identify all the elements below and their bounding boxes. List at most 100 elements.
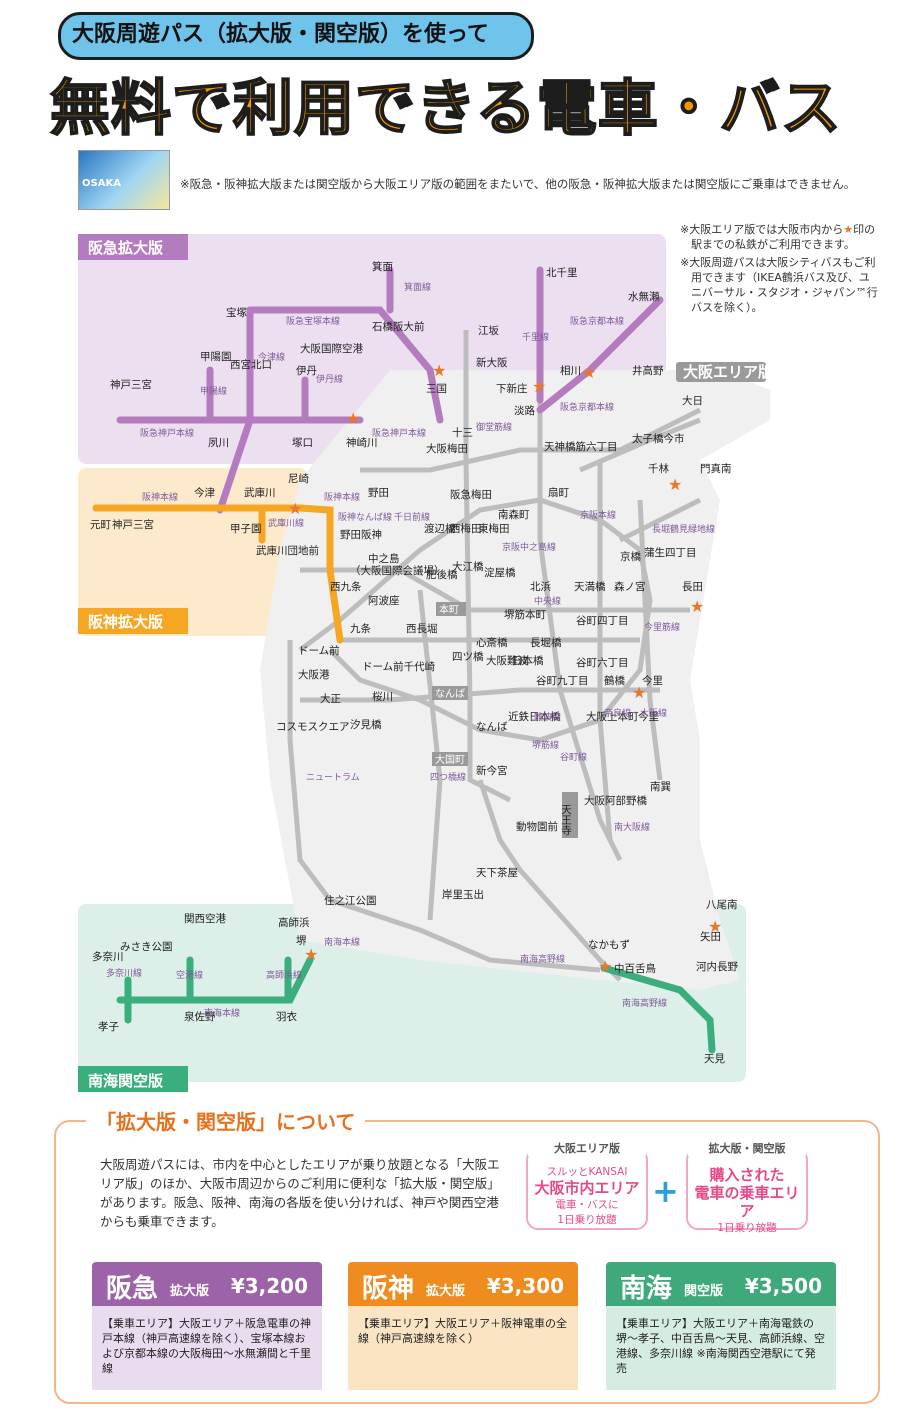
osaka-area-tag: 大阪エリア版 <box>683 363 773 381</box>
label-koyo-line: 甲陽線 <box>200 385 227 397</box>
tennoji-tag-bg <box>562 792 578 838</box>
pass-edition: 関空版 <box>684 1284 724 1299</box>
plus-icon: + <box>652 1172 679 1210</box>
station-morinomiya: 森ノ宮 <box>614 580 646 593</box>
namba-tag-bg <box>432 686 468 700</box>
pass-desc: 【乗車エリア】大阪エリア＋阪神電車の全線（神戸高速線を除く） <box>358 1317 567 1345</box>
bubble2-head: 拡大版・関空版 <box>688 1140 806 1156</box>
station-kyobashi: 京橋 <box>620 550 641 563</box>
label-hanshin-namba-line: 阪神なんば線 <box>338 511 392 523</box>
station-higobashi: 肥後橋 <box>426 568 458 581</box>
pass-card-nankai: 南海 関空版 ¥3,500 【乗車エリア】大阪エリア＋南海電鉄の堺〜孝子、中百舌… <box>606 1262 836 1390</box>
bubble1-sub2: 電車・バスに <box>555 1199 619 1211</box>
station-shinosaka: 新大阪 <box>476 356 508 369</box>
star-stations: ★ ★ ★ ★ ★ ★ ★ ★ ★ ★ ★ <box>288 361 722 976</box>
station-shukugawa: 夙川 <box>208 437 229 449</box>
pass-desc-bg <box>92 1306 322 1390</box>
pass-name: 阪神 <box>362 1274 415 1304</box>
station-hagoromo: 羽衣 <box>276 1010 297 1023</box>
star-kanzakigawa: ★ <box>346 409 360 428</box>
station-izumisano: 泉佐野 <box>184 1010 216 1023</box>
station-taishi: 太子橋今市 <box>632 432 685 445</box>
label-midosuji-line: 御堂筋線 <box>476 421 512 433</box>
station-domemae: ドーム前 <box>298 644 340 657</box>
station-shiomibashi: 汐見橋 <box>350 718 382 731</box>
pass-edition: 拡大版 <box>170 1284 210 1299</box>
station-minamitatsumi: 南巽 <box>650 780 671 793</box>
side-notes: ※大阪エリア版では大阪市内から★印の駅までの私鉄がご利用できます。 ※大阪周遊パ… <box>680 222 880 318</box>
station-nagata: 長田 <box>682 581 703 593</box>
pass-price: ¥3,300 <box>486 1274 564 1298</box>
station-ogimachi: 扇町 <box>548 486 569 499</box>
label-hanshin-main: 阪神本線 <box>142 491 178 503</box>
station-tenroku: 天神橋筋六丁目 <box>544 440 618 453</box>
nankai-tag-bg <box>78 1066 188 1092</box>
station-nakamozu: なかもず <box>588 939 630 951</box>
hanshin-tag-bg <box>78 608 188 634</box>
station-kanzakigawa: 神崎川 <box>346 436 378 449</box>
keihan-line <box>579 417 701 473</box>
station-mukogawadanchi: 武庫川団地前 <box>256 544 319 557</box>
station-nipponbashi: 日本橋 <box>512 654 544 667</box>
station-tsukaguchi: 塚口 <box>292 437 313 449</box>
nankai-koya-line <box>600 964 716 1054</box>
station-takashinohama: 高師浜 <box>278 916 310 929</box>
bubble2-main1: 購入された <box>709 1166 785 1184</box>
station-minamimorimachi: 南森町 <box>498 508 530 521</box>
osaka-area-bubble: 大阪エリア版 スルッとKANSAI 大阪市内エリア 電車・バスに 1日乗り放題 <box>526 1140 648 1230</box>
pass-desc-bg <box>606 1306 836 1390</box>
station-minase: 水無瀬 <box>628 290 660 303</box>
label-koya-line: 南海高野線 <box>520 953 565 965</box>
station-suminoe: 住之江公園 <box>324 894 377 907</box>
station-higashiumeda: 東梅田 <box>478 522 510 535</box>
station-kobesannomiya: 神戸三宮 <box>110 378 152 391</box>
label-minoo-line: 箕面線 <box>404 281 431 293</box>
pass-card-hanshin: 阪神 拡大版 ¥3,300 【乗車エリア】大阪エリア＋阪神電車の全線（神戸高速線… <box>348 1262 578 1390</box>
label-nankai-main: 南海本線 <box>324 936 360 948</box>
label-chuo-line: 中央線 <box>534 595 561 607</box>
star-aikawa: ★ <box>582 363 596 382</box>
station-watanabebashi: 渡辺橋 <box>424 522 456 535</box>
label-kobe-line-2: 阪急神戸本線 <box>372 427 426 439</box>
label-nankai-main-2: 南海本線 <box>204 1007 240 1019</box>
station-sanno: 三国 <box>426 383 447 395</box>
station-kujo: 九条 <box>350 622 371 635</box>
station-nishinomiya: 西宮北口 <box>230 358 272 371</box>
station-tanimachi9: 谷町九丁目 <box>536 675 589 687</box>
hankyu-imazu-line <box>216 306 254 514</box>
transfer-note: ※阪急・阪神拡大版または関空版から大阪エリア版の範囲をまたいで、他の阪急・阪神拡… <box>180 177 856 191</box>
station-kintetsunippon: 近鉄日本橋 <box>508 710 561 723</box>
pass-edition: 拡大版 <box>426 1284 466 1299</box>
star-yata: ★ <box>708 917 722 936</box>
subway-network <box>287 330 702 982</box>
pass-desc: 【乗車エリア】大阪エリア＋南海電鉄の堺〜孝子、中百舌鳥〜天見、高師浜線、空港線、… <box>616 1317 825 1375</box>
label-namba-line: 難波線 <box>534 711 561 723</box>
station-yata: 矢田 <box>700 930 721 943</box>
station-nishikujo: 西九条 <box>330 580 362 593</box>
label-kyoto-line: 阪急京都本線 <box>570 315 624 327</box>
label-kobe-line: 阪急神戸本線 <box>140 427 194 439</box>
header-banner-text: 大阪周遊パス（拡大版・関空版）を使って <box>72 22 489 47</box>
star-imazato: ★ <box>632 683 646 702</box>
district-tags: 本町 なんば 大国町 天王寺 <box>432 602 578 838</box>
station-nishiumeda: 西梅田 <box>450 522 482 535</box>
honmachi-tag: 本町 <box>439 603 459 616</box>
station-namba: なんば <box>476 721 508 733</box>
star-nagata: ★ <box>690 597 704 616</box>
station-amami: 天見 <box>704 1053 725 1065</box>
station-osakaabeno: 大阪阿部野橋 <box>584 794 647 807</box>
honmachi-tag-bg <box>436 602 466 616</box>
station-imazato: 今里 <box>642 674 663 687</box>
pass-card-hankyu: 阪急 拡大版 ¥3,200 【乗車エリア】大阪エリア＋阪急電車の神戸本線（神戸高… <box>92 1262 322 1390</box>
station-yao: 八尾南 <box>706 898 738 911</box>
pass-name: 南海 <box>620 1274 673 1304</box>
station-sakai: 堺 <box>296 935 307 947</box>
station-kawachinagano: 河内長野 <box>696 960 738 973</box>
station-taisho: 大正 <box>320 692 341 705</box>
bubble1-head: 大阪エリア版 <box>528 1140 646 1156</box>
station-nagahoribashi: 長堀橋 <box>530 636 562 649</box>
daikokucho-tag-bg <box>432 752 468 766</box>
station-koshien: 甲子園 <box>230 523 262 535</box>
station-airport: 大阪国際空港 <box>300 342 363 355</box>
label-minami-osaka-line: 南大阪線 <box>614 821 650 833</box>
